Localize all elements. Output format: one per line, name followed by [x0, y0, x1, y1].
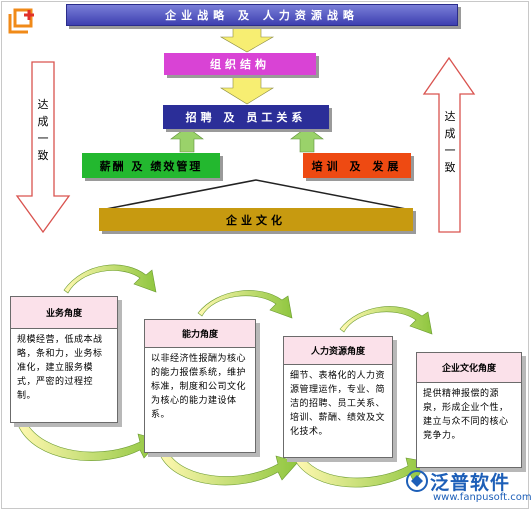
organization-bar: 组织结构	[164, 53, 316, 75]
compensation-bar: 薪酬 及 绩效管理	[82, 153, 220, 178]
card-capability: 能力角度 以非经济性报酬为核心的能力报偿系统，维护标准，制度和公司文化为核心的能…	[144, 319, 256, 453]
flow-arrow-bottom-2	[159, 451, 299, 486]
flow-arrow-top-1	[63, 264, 157, 294]
card-title: 能力角度	[145, 320, 255, 348]
down-arrow-1	[219, 26, 275, 53]
flow-arrow-top-3	[339, 306, 433, 335]
card-title: 企业文化角度	[417, 353, 521, 383]
strategy-label: 企业战略 及 人力资源战略	[165, 9, 359, 22]
up-arrow-right	[290, 126, 324, 153]
card-body: 细节、表格化的人力资源管理运作，专业、简洁的招聘、员工关系、培训、薪酬、绩效及文…	[290, 371, 386, 437]
down-arrow-2	[219, 76, 275, 105]
compensation-label: 薪酬 及 绩效管理	[99, 159, 203, 173]
organization-label: 组织结构	[210, 58, 270, 71]
training-bar: 培训 及 发展	[303, 153, 411, 178]
left-arrow-label: 达成一致	[37, 98, 49, 162]
card-culture: 企业文化角度 提供精神报偿的源泉，形成企业个性，建立与众不同的核心竞争力。	[416, 352, 522, 468]
left-down-arrow	[15, 61, 71, 234]
up-arrow-left	[170, 126, 204, 153]
recruitment-label: 招聘 及 员工关系	[185, 111, 307, 124]
card-business: 业务角度 规模经营，低成本战略，条和力，业务标准化，建立服务模式，严密的过程控制…	[10, 296, 118, 423]
right-up-arrow	[422, 56, 476, 233]
card-title: 人力资源角度	[284, 337, 392, 365]
add-icon	[8, 8, 34, 34]
culture-label: 企业文化	[226, 213, 286, 227]
right-arrow-label: 达成一致	[444, 110, 456, 174]
recruitment-bar: 招聘 及 员工关系	[163, 105, 329, 129]
watermark-url: www.fanpusoft.com	[433, 492, 532, 503]
card-hr: 人力资源角度 细节、表格化的人力资源管理运作，专业、简洁的招聘、员工关系、培训、…	[283, 336, 393, 458]
card-body: 提供精神报偿的源泉，形成企业个性，建立与众不同的核心竞争力。	[423, 389, 509, 441]
culture-bar: 企业文化	[99, 208, 413, 231]
flow-arrow-bottom-1	[17, 421, 161, 461]
watermark-brand: 泛普软件	[430, 472, 511, 494]
training-label: 培训 及 发展	[311, 159, 403, 173]
card-title: 业务角度	[11, 297, 117, 329]
watermark-logo-icon	[406, 470, 428, 492]
card-body: 规模经营，低成本战略，条和力，业务标准化，建立服务模式，严密的过程控制。	[17, 335, 103, 401]
card-body: 以非经济性报酬为核心的能力报偿系统，维护标准，制度和公司文化为核心的能力建设体系…	[151, 354, 247, 420]
strategy-bar: 企业战略 及 人力资源战略	[66, 4, 458, 26]
flow-arrow-top-2	[197, 290, 293, 319]
